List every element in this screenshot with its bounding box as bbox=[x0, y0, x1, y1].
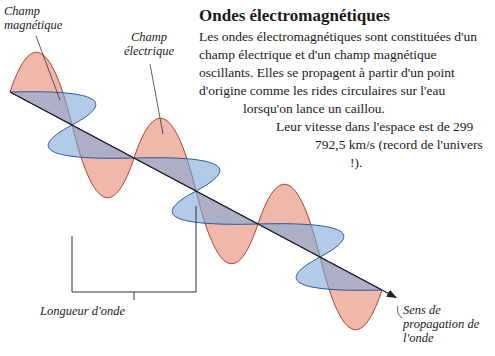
field-label: Champ magnétique bbox=[4, 4, 82, 32]
wavelength-bracket bbox=[72, 206, 196, 300]
title: Ondes électromagnétiques bbox=[199, 6, 390, 26]
body-text: Leur vitesse dans l'espace est de 299 79… bbox=[198, 118, 490, 172]
wavelength-label: Longueur d'onde bbox=[40, 304, 150, 318]
direction-label: Sens de propagation de l'onde bbox=[403, 303, 491, 345]
body-text: Les ondes électromagnétiques sont consti… bbox=[198, 28, 490, 118]
text-column: Les ondes électromagnétiques sont consti… bbox=[198, 28, 490, 198]
field-label: Champ électrique bbox=[108, 30, 190, 58]
